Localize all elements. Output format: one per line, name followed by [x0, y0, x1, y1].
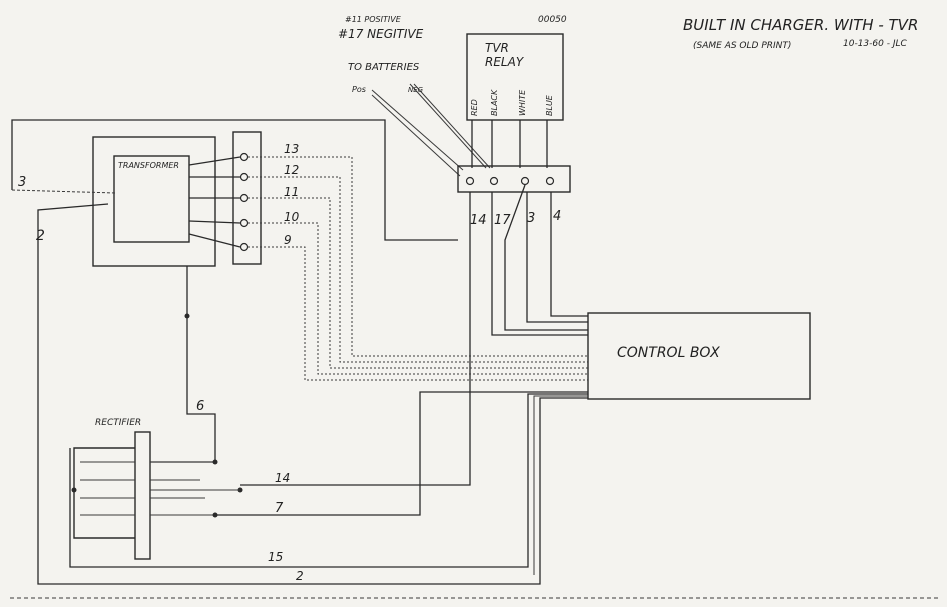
- wire-3-relay: [504, 184, 588, 331]
- tap-terminal-9: [239, 242, 249, 252]
- diagram-date: 10-13-60 - JLC: [843, 39, 907, 49]
- battery-positive-lead: [371, 89, 464, 171]
- rectifier-label: RECTIFIER: [95, 418, 141, 428]
- transformer-label: TRANSFORMER: [118, 161, 179, 170]
- wire-label-15: 15: [268, 550, 283, 564]
- wire-label-2-bottom: 2: [296, 569, 304, 583]
- wire-12: [248, 176, 588, 363]
- wire-label-7: 7: [275, 501, 284, 516]
- tap-terminal-11: [239, 193, 249, 203]
- diagram-subtitle: (SAME AS OLD PRINT): [693, 41, 791, 51]
- wire-7: [215, 391, 588, 516]
- tap-label-12: 12: [284, 163, 299, 177]
- tvr-relay-box: [466, 33, 564, 121]
- diagram-title: BUILT IN CHARGER. WITH - TVR: [683, 16, 918, 34]
- battery-negative-lead: [409, 83, 487, 169]
- terminal-label-17: 17: [494, 213, 511, 228]
- control-box-label: CONTROL BOX: [617, 345, 720, 361]
- rectifier-bracket: [73, 447, 135, 539]
- terminal-label-3: 3: [527, 211, 535, 226]
- wire-11: [248, 197, 588, 369]
- tap-label-10: 10: [284, 210, 300, 224]
- relay-terminal-14: [465, 176, 475, 186]
- relay-terminal-strip: [457, 165, 571, 193]
- tap-terminal-10: [239, 218, 249, 228]
- relay-title-line1: TVR: [485, 41, 509, 55]
- rectifier-stack: [134, 431, 151, 560]
- terminal-label-4: 4: [553, 209, 561, 224]
- tap-label-13: 13: [284, 142, 299, 156]
- relay-wire-blue: BLUE: [545, 94, 554, 116]
- wire-13: [248, 156, 588, 357]
- tap-terminal-13: [239, 152, 249, 162]
- wire-label-2: 2: [36, 228, 45, 244]
- wire-2: [37, 203, 588, 585]
- wire-3: [11, 119, 458, 241]
- relay-wire-white: WHITE: [518, 89, 527, 116]
- document-number: 00050: [538, 15, 567, 25]
- pos-label: Pos: [352, 85, 366, 94]
- control-box: [587, 312, 811, 400]
- wire-15: [69, 393, 588, 568]
- wire-10: [248, 222, 588, 375]
- tap-terminal-12: [239, 172, 249, 182]
- relay-wire-black: BLACK: [490, 89, 499, 116]
- transformer-core: [113, 155, 190, 243]
- relay-wire-red: RED: [470, 99, 479, 116]
- relay-title-line2: RELAY: [485, 55, 525, 69]
- wire-label-3: 3: [18, 175, 26, 190]
- terminal-label-14: 14: [470, 213, 487, 228]
- relay-terminal-4: [545, 176, 555, 186]
- wire-14: [240, 192, 471, 486]
- relay-terminal-3: [520, 176, 530, 186]
- wire-label-14: 14: [275, 471, 290, 485]
- relay-terminal-17: [489, 176, 499, 186]
- tap-label-11: 11: [284, 185, 299, 199]
- wire-6: [150, 266, 216, 463]
- to-batteries-label: TO BATTERIES: [348, 62, 420, 73]
- note-negative: #17 NEGITIVE: [338, 27, 424, 41]
- note-positive: #11 POSITIVE: [345, 15, 402, 24]
- tap-label-9: 9: [284, 233, 292, 247]
- transformer-outer: [92, 136, 216, 267]
- wire-9: [248, 246, 588, 381]
- wire-label-6: 6: [196, 399, 204, 414]
